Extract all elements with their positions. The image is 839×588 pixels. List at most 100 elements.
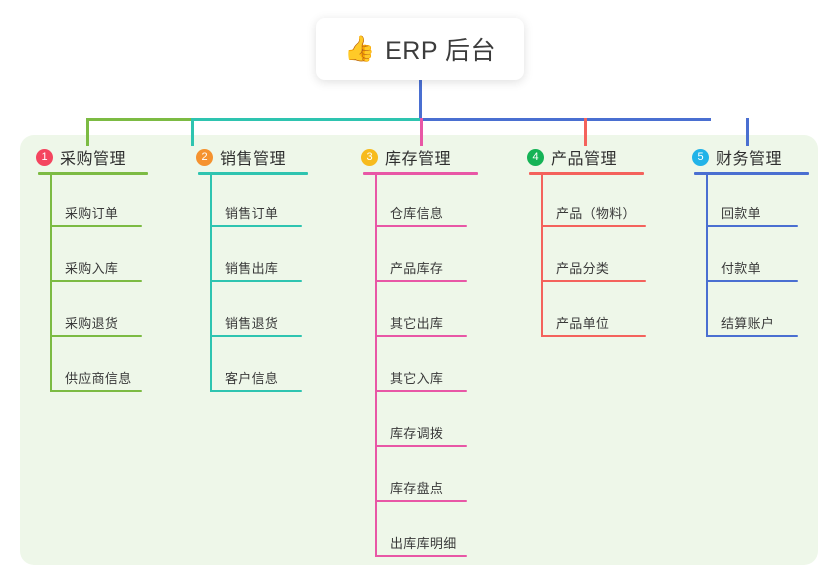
branch-item[interactable]: 其它入库 (375, 368, 467, 392)
branch-badge-5: 5 (692, 148, 709, 166)
branch-item-label: 销售退货 (225, 316, 279, 331)
drop-col1 (86, 118, 89, 146)
bus-green (86, 118, 191, 121)
root-title: ERP 后台 (385, 37, 497, 65)
branch-item[interactable]: 产品（物料） (541, 203, 646, 227)
branch-item-rule (375, 280, 467, 282)
branch-item-rule (210, 390, 302, 392)
branch-item[interactable]: 采购退货 (50, 313, 142, 337)
branch-item-rule (706, 280, 798, 282)
root-drop-line (419, 80, 422, 121)
branch-item-label: 付款单 (721, 261, 761, 276)
branch-header-rule-5 (694, 172, 809, 175)
branch-item-label: 其它出库 (390, 316, 444, 331)
branch-item-rule (375, 445, 467, 447)
branch-item-rule (375, 555, 467, 557)
drop-col5 (746, 118, 749, 146)
branch-header-rule-3 (363, 172, 478, 175)
branch-panel (20, 135, 818, 565)
branch-item[interactable]: 库存盘点 (375, 478, 467, 502)
branch-item-rule (50, 280, 142, 282)
branch-badge-1: 1 (36, 148, 53, 166)
branch-spine-4 (541, 173, 543, 337)
branch-item-label: 销售订单 (225, 206, 279, 221)
branch-item-rule (706, 335, 798, 337)
branch-item-rule (375, 225, 467, 227)
branch-item-rule (210, 335, 302, 337)
branch-item-label: 产品分类 (556, 261, 610, 276)
branch-spine-2 (210, 173, 212, 392)
branch-badge-3: 3 (361, 148, 378, 166)
branch-header-rule-2 (198, 172, 308, 175)
branch-spine-3 (375, 173, 377, 557)
branch-item-rule (541, 335, 646, 337)
branch-item-rule (210, 225, 302, 227)
branch-item[interactable]: 产品分类 (541, 258, 646, 282)
branch-item-label: 结算账户 (721, 316, 775, 331)
thumbs-up-icon: 👍 (343, 34, 376, 63)
branch-item[interactable]: 销售订单 (210, 203, 302, 227)
branch-item[interactable]: 回款单 (706, 203, 798, 227)
bus-teal (191, 118, 420, 121)
drop-col4 (584, 118, 587, 146)
branch-header-2[interactable]: 2 销售管理 (196, 145, 286, 169)
branch-item[interactable]: 结算账户 (706, 313, 798, 337)
branch-item-rule (50, 390, 142, 392)
branch-item-label: 客户信息 (225, 371, 279, 386)
branch-item-rule (541, 280, 646, 282)
branch-item[interactable]: 供应商信息 (50, 368, 142, 392)
branch-spine-1 (50, 173, 52, 392)
root-node[interactable]: 👍 ERP 后台 (316, 18, 524, 80)
branch-item[interactable]: 产品单位 (541, 313, 646, 337)
branch-item-label: 采购订单 (65, 206, 119, 221)
branch-item-label: 出库库明细 (390, 536, 457, 551)
branch-item-rule (706, 225, 798, 227)
branch-title-2: 销售管理 (220, 151, 287, 168)
branch-header-4[interactable]: 4 产品管理 (527, 145, 617, 169)
branch-item-rule (541, 225, 646, 227)
branch-item[interactable]: 产品库存 (375, 258, 467, 282)
branch-item[interactable]: 库存调拨 (375, 423, 467, 447)
branch-item-label: 供应商信息 (65, 371, 132, 386)
branch-item[interactable]: 付款单 (706, 258, 798, 282)
branch-item-label: 库存调拨 (390, 426, 444, 441)
branch-spine-5 (706, 173, 708, 337)
branch-item[interactable]: 销售退货 (210, 313, 302, 337)
branch-item-label: 采购入库 (65, 261, 119, 276)
branch-title-4: 产品管理 (551, 151, 618, 168)
branch-item-rule (50, 225, 142, 227)
branch-header-rule-4 (529, 172, 644, 175)
branch-header-rule-1 (38, 172, 148, 175)
branch-item-label: 采购退货 (65, 316, 119, 331)
branch-item[interactable]: 其它出库 (375, 313, 467, 337)
branch-item-rule (50, 335, 142, 337)
branch-item-label: 产品（物料） (556, 206, 636, 221)
branch-item[interactable]: 采购订单 (50, 203, 142, 227)
branch-item-label: 产品单位 (556, 316, 610, 331)
branch-header-1[interactable]: 1 采购管理 (36, 145, 126, 169)
branch-header-5[interactable]: 5 财务管理 (692, 145, 782, 169)
branch-item-label: 产品库存 (390, 261, 444, 276)
branch-item[interactable]: 出库库明细 (375, 533, 467, 557)
drop-col3 (420, 118, 423, 146)
drop-col2 (191, 118, 194, 146)
branch-item[interactable]: 仓库信息 (375, 203, 467, 227)
branch-title-5: 财务管理 (716, 151, 783, 168)
branch-title-1: 采购管理 (60, 151, 127, 168)
branch-item-rule (375, 500, 467, 502)
branch-item-label: 其它入库 (390, 371, 444, 386)
branch-item-label: 仓库信息 (390, 206, 444, 221)
bus-blue (420, 118, 711, 121)
branch-item-rule (375, 390, 467, 392)
branch-badge-4: 4 (527, 148, 544, 166)
branch-item-label: 回款单 (721, 206, 761, 221)
branch-item-label: 库存盘点 (390, 481, 444, 496)
branch-item-rule (210, 280, 302, 282)
branch-item[interactable]: 销售出库 (210, 258, 302, 282)
branch-item-rule (375, 335, 467, 337)
branch-item[interactable]: 客户信息 (210, 368, 302, 392)
branch-badge-2: 2 (196, 148, 213, 166)
branch-item[interactable]: 采购入库 (50, 258, 142, 282)
